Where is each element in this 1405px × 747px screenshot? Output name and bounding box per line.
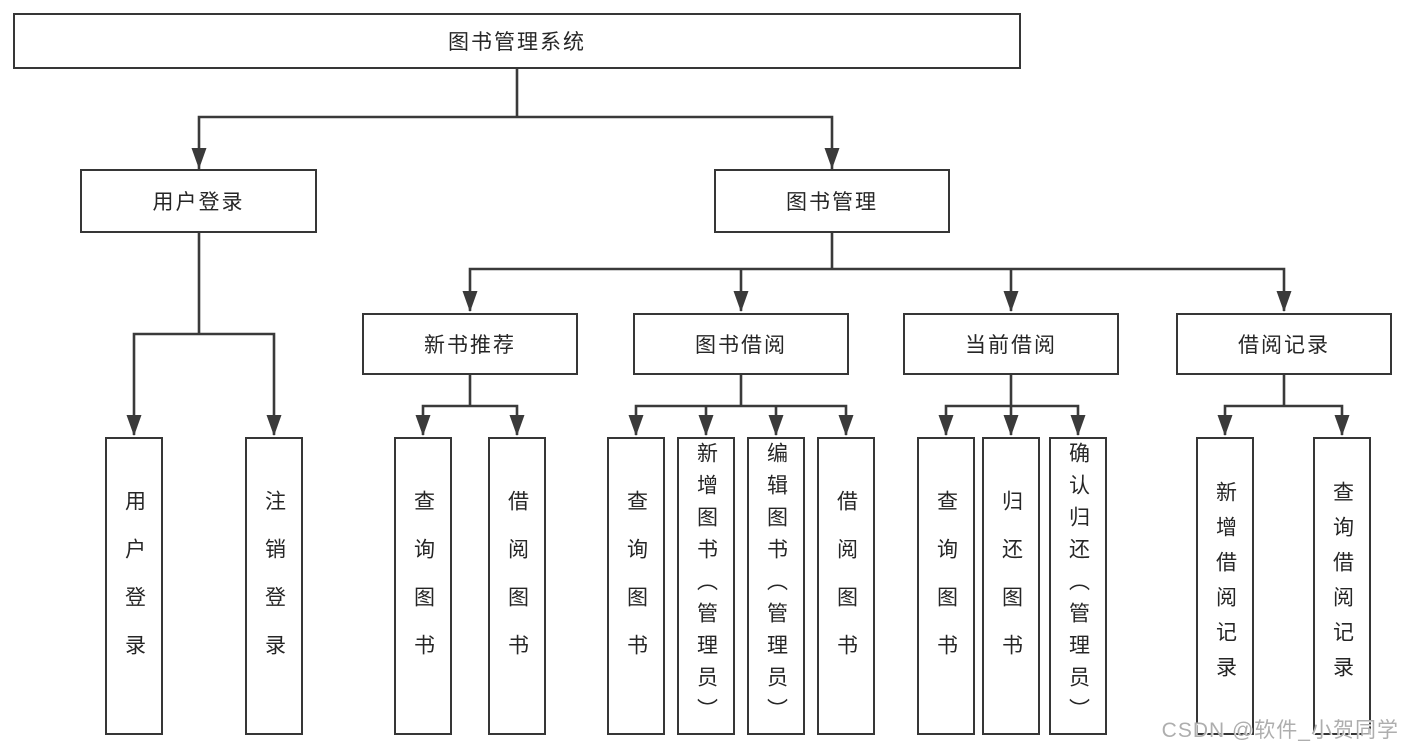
arrow-down-icon xyxy=(628,415,644,436)
arrow-down-icon xyxy=(509,415,525,436)
connector xyxy=(468,267,1286,311)
node-label: 用户登录 xyxy=(152,191,245,214)
leaf-add-borrow-record: 新增借阅记录 xyxy=(1196,437,1254,735)
leaf-search-book-recommend: 查询图书 xyxy=(394,437,452,735)
arrow-down-icon xyxy=(1276,291,1292,312)
arrow-down-icon xyxy=(266,415,282,436)
leaf-add-book-admin: 新增图书（管理员） xyxy=(677,437,735,735)
node-label: 图书管理 xyxy=(786,191,878,214)
leaf-label: 借阅图书 xyxy=(505,490,529,682)
arrow-down-icon xyxy=(191,148,207,169)
leaf-user-login: 用户登录 xyxy=(105,437,163,735)
connector-segments xyxy=(132,69,1344,435)
connector xyxy=(634,404,848,435)
node-label: 图书管理系统 xyxy=(448,31,586,54)
node-new-book-recommend: 新书推荐 xyxy=(362,313,578,375)
leaf-search-borrow-record: 查询借阅记录 xyxy=(1313,437,1371,735)
node-library-system: 图书管理系统 xyxy=(13,13,1021,69)
connector xyxy=(197,115,834,169)
watermark: CSDN @软件_小贺同学 xyxy=(1161,719,1399,742)
arrow-down-icon xyxy=(126,415,142,436)
leaf-confirm-return-admin: 确认归还（管理员） xyxy=(1049,437,1107,735)
arrow-down-icon xyxy=(1217,415,1233,436)
arrow-down-icon xyxy=(1070,415,1086,436)
node-current-borrow: 当前借阅 xyxy=(903,313,1119,375)
leaf-label: 查询借阅记录 xyxy=(1330,481,1354,691)
arrow-down-icon xyxy=(698,415,714,436)
arrow-down-icon xyxy=(1003,415,1019,436)
leaf-label: 查询图书 xyxy=(934,490,958,682)
leaf-label: 注销登录 xyxy=(262,490,286,682)
arrow-down-icon xyxy=(938,415,954,436)
connector xyxy=(1223,404,1344,435)
leaf-search-book-current: 查询图书 xyxy=(917,437,975,735)
node-label: 图书借阅 xyxy=(695,334,787,357)
leaf-edit-book-admin: 编辑图书（管理员） xyxy=(747,437,805,735)
node-user-login: 用户登录 xyxy=(80,169,317,233)
connector xyxy=(944,404,1080,435)
node-book-borrow: 图书借阅 xyxy=(633,313,849,375)
leaf-label: 编辑图书（管理员） xyxy=(764,442,788,730)
arrow-down-icon xyxy=(733,291,749,312)
leaf-return-book: 归还图书 xyxy=(982,437,1040,735)
arrow-down-icon xyxy=(415,415,431,436)
leaf-borrow-book-recommend: 借阅图书 xyxy=(488,437,546,735)
arrow-down-icon xyxy=(838,415,854,436)
node-label: 当前借阅 xyxy=(965,334,1057,357)
arrow-down-icon xyxy=(1334,415,1350,436)
node-borrow-records: 借阅记录 xyxy=(1176,313,1392,375)
node-label: 借阅记录 xyxy=(1238,334,1330,357)
arrow-down-icon xyxy=(768,415,784,436)
leaf-label: 借阅图书 xyxy=(834,490,858,682)
leaf-label: 新增借阅记录 xyxy=(1213,481,1237,691)
leaf-label: 用户登录 xyxy=(122,490,146,682)
node-book-management: 图书管理 xyxy=(714,169,950,233)
leaf-label: 查询图书 xyxy=(624,490,648,682)
arrow-down-icon xyxy=(824,148,840,169)
connector xyxy=(421,404,519,435)
leaf-label: 确认归还（管理员） xyxy=(1066,442,1090,730)
arrow-down-icon xyxy=(1003,291,1019,312)
leaf-label: 归还图书 xyxy=(999,490,1023,682)
node-label: 新书推荐 xyxy=(424,334,516,357)
leaf-label: 查询图书 xyxy=(411,490,435,682)
connector xyxy=(132,332,276,435)
arrow-down-icon xyxy=(462,291,478,312)
leaf-search-book-borrow: 查询图书 xyxy=(607,437,665,735)
leaf-borrow-book: 借阅图书 xyxy=(817,437,875,735)
leaf-label: 新增图书（管理员） xyxy=(694,442,718,730)
leaf-logout: 注销登录 xyxy=(245,437,303,735)
